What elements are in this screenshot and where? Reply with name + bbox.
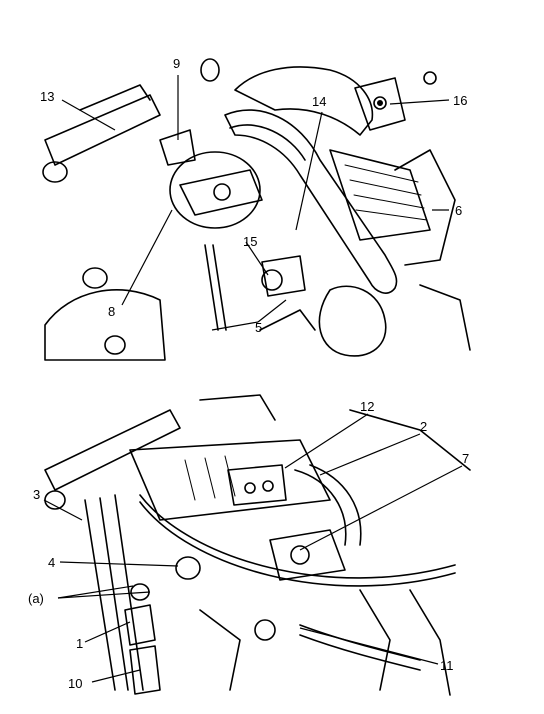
top-callouts: 13 9 14 16 6 15 8 5 [40,56,467,335]
bottom-leaders [43,413,463,683]
callout-11: 11 [440,658,454,673]
callout-15: 15 [243,234,257,249]
callout-12: 12 [360,399,374,414]
callout-5: 5 [255,320,262,335]
callout-8: 8 [108,304,115,319]
callout-2: 2 [420,419,427,434]
bottom-engine-illustration [44,394,471,696]
callout-16: 16 [453,93,467,108]
top-leaders [61,75,450,331]
callout-14: 14 [312,94,326,109]
callout-6: 6 [455,203,462,218]
callout-9: 9 [173,56,180,71]
bottom-callouts: 12 2 7 3 4 (a) 1 10 11 [28,399,469,691]
callout-10: 10 [68,676,82,691]
callout-3: 3 [33,487,40,502]
callout-4: 4 [48,555,55,570]
callout-13: 13 [40,89,54,104]
callout-1: 1 [76,636,83,651]
callout-a: (a) [28,591,44,606]
callout-7: 7 [462,451,469,466]
top-engine-illustration [42,58,471,361]
